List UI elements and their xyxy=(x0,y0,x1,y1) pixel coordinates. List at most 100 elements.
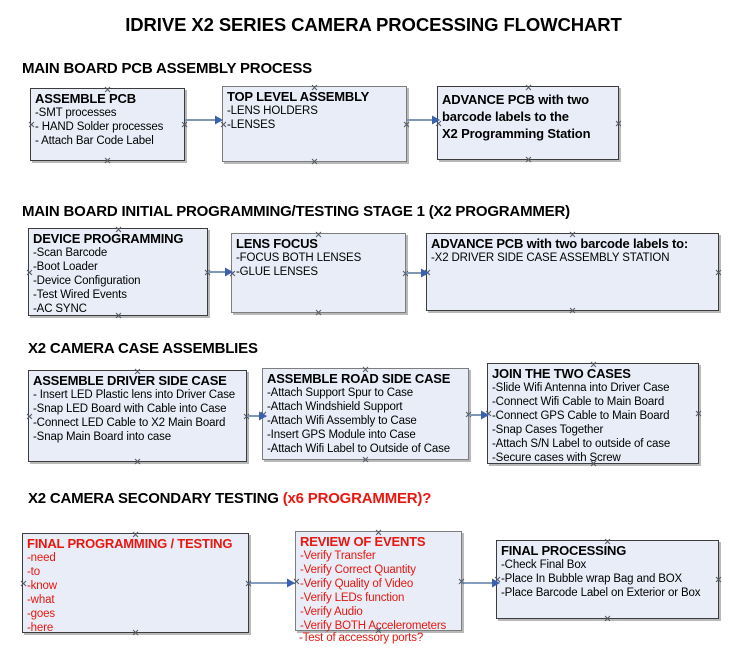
section-heading-text: MAIN BOARD PCB ASSEMBLY PROCESS xyxy=(22,60,312,77)
connection-handle-left[interactable] xyxy=(26,413,33,420)
node-line: -Verify Quality of Video xyxy=(300,578,414,590)
connection-handle-bottom[interactable] xyxy=(604,615,611,622)
node-line: - HAND Solder processes xyxy=(35,121,164,133)
node-line: -GLUE LENSES xyxy=(236,266,318,278)
node-line: -Verify Audio xyxy=(300,606,363,618)
node-join-the-two-cases[interactable]: JOIN THE TWO CASES -Slide Wifi Antenna i… xyxy=(487,363,699,464)
node-line: -Snap Cases Together xyxy=(492,424,604,436)
node-line: -Verify Transfer xyxy=(300,550,376,562)
node-title: ASSEMBLE PCB xyxy=(35,91,136,106)
connection-handle-left[interactable] xyxy=(28,121,35,128)
node-line: -here xyxy=(27,622,54,634)
node-line: -to xyxy=(27,566,40,578)
node-line: -Attach Wifi Label to Outside of Case xyxy=(267,443,451,455)
section-heading-text: X2 CAMERA CASE ASSEMBLIES xyxy=(28,340,258,357)
node-line: -Device Configuration xyxy=(33,275,141,287)
node-title: ADVANCE PCB with two barcode labels to: xyxy=(431,236,689,251)
node-title: FINAL PROCESSING xyxy=(501,543,627,558)
node-review-of-events-overflow-line: -Test of accessory ports? xyxy=(299,632,424,644)
node-line: -FOCUS BOTH LENSES xyxy=(236,252,362,264)
node-title: FINAL PROGRAMMING / TESTING xyxy=(27,536,233,551)
node-line: -Scan Barcode xyxy=(33,247,108,259)
node-line: -Verify LEDs function xyxy=(300,592,405,604)
connector-review-of-events-to-final-processing xyxy=(462,578,500,588)
node-line: -Attach Wifi Assembly to Case xyxy=(267,415,417,427)
node-top-level-assembly[interactable]: TOP LEVEL ASSEMBLY -LENS HOLDERS -LENSES xyxy=(222,86,407,162)
node-line: -need xyxy=(27,552,56,564)
node-line: -Connect GPS Cable to Main Board xyxy=(492,410,670,422)
node-line: barcode labels to the xyxy=(442,109,569,124)
node-line: -AC SYNC xyxy=(33,303,87,315)
section-heading-main-board-initial-programming-testing-stage-1: MAIN BOARD INITIAL PROGRAMMING/TESTING S… xyxy=(22,203,570,220)
node-device-programming[interactable]: DEVICE PROGRAMMING -Scan Barcode -Boot L… xyxy=(28,228,208,316)
node-line: -goes xyxy=(27,608,56,620)
node-advance-pcb-to-driver-side-case-assembly-station[interactable]: ADVANCE PCB with two barcode labels to: … xyxy=(426,233,719,311)
node-line: -Check Final Box xyxy=(501,559,587,571)
connector-device-programming-to-lens-focus xyxy=(208,267,233,277)
connection-handle-bottom[interactable] xyxy=(315,309,322,316)
node-review-of-events[interactable]: REVIEW OF EVENTS -Verify Transfer -Verif… xyxy=(295,531,462,632)
node-line: -Attach Windshield Support xyxy=(267,401,403,413)
connection-handle-bottom[interactable] xyxy=(569,307,576,314)
section-heading-accent: (x6 PROGRAMMER)? xyxy=(282,490,432,507)
node-line: -Secure cases with Screw xyxy=(492,452,621,464)
node-title: ASSEMBLE DRIVER SIDE CASE xyxy=(33,373,227,388)
node-line: -Boot Loader xyxy=(33,261,98,273)
node-line: -Place Barcode Label on Exterior or Box xyxy=(501,587,701,599)
connector-driver-side-case-to-road-side-case xyxy=(247,411,267,421)
node-line: -Attach S/N Label to outside of case xyxy=(492,438,671,450)
connection-handle-top[interactable] xyxy=(525,84,532,91)
connection-handle-left[interactable] xyxy=(20,580,27,587)
section-heading-x2-camera-secondary-testing: X2 CAMERA SECONDARY TESTING (x6 PROGRAMM… xyxy=(28,490,431,507)
node-line: -Attach Support Spur to Case xyxy=(267,387,414,399)
node-line: -Snap Main Board into case xyxy=(33,431,172,443)
node-line: -Connect Wifi Cable to Main Board xyxy=(492,396,665,408)
node-line: -know xyxy=(27,580,57,592)
node-title: REVIEW OF EVENTS xyxy=(300,534,426,549)
node-line: -Place In Bubble wrap Bag and BOX xyxy=(501,573,683,585)
node-line: -Connect LED Cable to X2 Main Board xyxy=(33,417,226,429)
connection-handle-bottom[interactable] xyxy=(525,156,532,163)
node-title: ASSEMBLE ROAD SIDE CASE xyxy=(267,371,451,386)
node-line: X2 Programming Station xyxy=(442,126,591,141)
node-title: DEVICE PROGRAMMING xyxy=(33,231,184,246)
connection-handle-left[interactable] xyxy=(26,269,33,276)
node-line: -Slide Wifi Antenna into Driver Case xyxy=(492,382,670,394)
node-lens-focus[interactable]: LENS FOCUS -FOCUS BOTH LENSES -GLUE LENS… xyxy=(231,233,406,313)
node-advance-pcb-to-x2-programming-station[interactable]: ADVANCE PCB with two barcode labels to t… xyxy=(437,86,619,160)
node-line: -Insert GPS Module into Case xyxy=(267,429,416,441)
node-line: -Snap LED Board with Cable into Case xyxy=(33,403,227,415)
node-final-programming-testing[interactable]: FINAL PROGRAMMING / TESTING -need -to -k… xyxy=(20,533,249,634)
node-title: ADVANCE PCB with two xyxy=(442,92,589,107)
connection-handle-bottom[interactable] xyxy=(311,158,318,165)
node-line: -X2 DRIVER SIDE CASE ASSEMBLY STATION xyxy=(431,252,670,264)
section-heading-text: X2 CAMERA SECONDARY TESTING xyxy=(28,490,283,507)
node-line: -Verify BOTH Accelerometers xyxy=(300,620,447,632)
connection-handle-bottom[interactable] xyxy=(134,458,141,465)
node-assemble-driver-side-case[interactable]: ASSEMBLE DRIVER SIDE CASE - Insert LED P… xyxy=(28,370,247,462)
node-assemble-road-side-case[interactable]: ASSEMBLE ROAD SIDE CASE -Attach Support … xyxy=(262,368,469,460)
connector-top-level-assembly-to-advance-pcb xyxy=(407,115,440,125)
node-line: - Attach Bar Code Label xyxy=(35,135,154,147)
connection-handle-right[interactable] xyxy=(715,269,722,276)
connector-final-programming-to-review-of-events xyxy=(249,578,295,588)
node-line: -LENS HOLDERS xyxy=(227,105,318,117)
section-heading-main-board-pcb-assembly-process: MAIN BOARD PCB ASSEMBLY PROCESS xyxy=(22,60,312,77)
connector-road-side-case-to-join-the-two-cases xyxy=(469,410,489,420)
node-final-processing[interactable]: FINAL PROCESSING -Check Final Box -Place… xyxy=(496,540,719,619)
node-assemble-pcb[interactable]: ASSEMBLE PCB -SMT processes - HAND Solde… xyxy=(30,88,185,161)
node-line: -what xyxy=(27,594,55,606)
node-line: -Test Wired Events xyxy=(33,289,127,301)
connection-handle-bottom[interactable] xyxy=(104,157,111,164)
section-heading-x2-camera-case-assemblies: X2 CAMERA CASE ASSEMBLIES xyxy=(28,340,258,357)
connector-lens-focus-to-advance-pcb xyxy=(406,268,429,278)
node-title: JOIN THE TWO CASES xyxy=(492,366,631,381)
connection-handle-bottom[interactable] xyxy=(362,456,369,463)
node-title: TOP LEVEL ASSEMBLY xyxy=(227,89,370,104)
section-heading-text: MAIN BOARD INITIAL PROGRAMMING/TESTING S… xyxy=(22,203,570,220)
node-line: -Verify Correct Quantity xyxy=(300,564,416,576)
connector-assemble-pcb-to-top-level-assembly xyxy=(185,115,223,125)
node-line: -LENSES xyxy=(227,119,276,131)
page-title: IDRIVE X2 SERIES CAMERA PROCESSING FLOWC… xyxy=(125,14,622,35)
